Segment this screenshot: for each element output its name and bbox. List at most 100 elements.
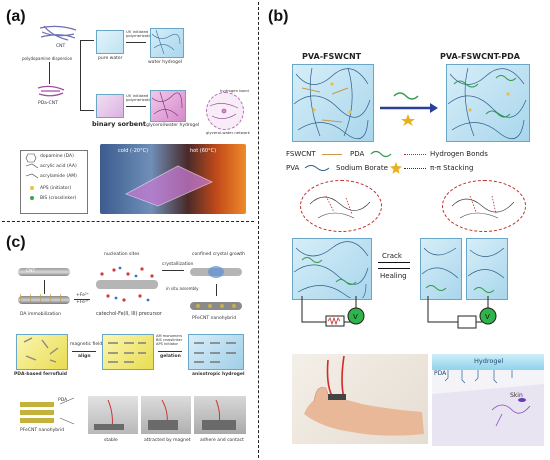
hot-label: hot (60°C) bbox=[190, 148, 217, 154]
fe3-label: +Fe³⁺ bbox=[76, 300, 90, 305]
in-situ-label: in situ assembly bbox=[166, 286, 199, 291]
legend-item-1: dopamine (DA) bbox=[40, 154, 74, 159]
nucleation-label: nucleation sites bbox=[104, 252, 140, 257]
hydrogel-layer-label: Hydrogel bbox=[474, 357, 504, 365]
zoom-bubble-left bbox=[300, 180, 382, 232]
photo-attracted-label: attracted by magnet bbox=[144, 438, 191, 443]
legend-pda: PDA bbox=[350, 150, 365, 158]
legend-item-4: APS (initiator) bbox=[40, 186, 72, 191]
transform-arrow bbox=[380, 92, 438, 126]
gel-steps: AM monomers BIS crosslinker APS initiato… bbox=[156, 334, 182, 346]
c-arrow-align bbox=[72, 351, 96, 352]
aligned-particles bbox=[108, 342, 146, 363]
skin-label: Skin bbox=[510, 392, 523, 399]
molecule-icons bbox=[25, 153, 39, 200]
legend-stacking-swatch bbox=[404, 168, 426, 169]
legend-stacking: π-π Stacking bbox=[430, 164, 474, 172]
pfecnt-icon bbox=[190, 302, 242, 310]
c-arrow-down bbox=[44, 280, 45, 294]
binary-solvent-label: binary sorbent bbox=[92, 120, 146, 128]
crack-arrow bbox=[378, 262, 410, 263]
glycerol-network-label: glycerol-water network bbox=[206, 130, 250, 135]
legend-item-2: acrylic acid (AA) bbox=[40, 164, 77, 169]
precursor-label: catechol-Fe(II, III) precursor bbox=[96, 312, 162, 317]
circuit-right bbox=[427, 296, 497, 329]
pva-fswcnt-pda-cube bbox=[446, 64, 530, 142]
confined-label: confined crystal growth bbox=[192, 252, 246, 257]
precursor-icon bbox=[96, 266, 158, 302]
legend-item-3: acrylamide (AM) bbox=[40, 174, 77, 179]
pda-cnt-icon bbox=[37, 85, 65, 97]
gelation-label: gelation bbox=[160, 354, 181, 359]
pda-cnt-label: PDa-CNT bbox=[38, 101, 58, 106]
c-arrow-gel bbox=[158, 351, 182, 352]
pure-water-label: pure water bbox=[98, 56, 123, 61]
cnt-rod bbox=[18, 268, 70, 276]
da-coating-icon bbox=[19, 293, 62, 303]
photo-details bbox=[94, 399, 236, 431]
zoom-network-icon bbox=[209, 103, 239, 119]
pfecnt-diagram bbox=[20, 397, 75, 425]
skin-layer bbox=[432, 370, 544, 446]
legend-box bbox=[20, 150, 88, 214]
panel-b-label: (b) bbox=[268, 8, 289, 25]
pda-skin-label: PDA bbox=[434, 370, 447, 377]
title-left: PVA-FSWCNT bbox=[302, 52, 362, 61]
pda-small-label: PDA bbox=[58, 398, 68, 403]
water-hydrogel-cube bbox=[150, 28, 184, 58]
uv-label-1: UV initiated polymerization bbox=[126, 29, 155, 38]
uv-arrow-2 bbox=[126, 106, 146, 107]
panel-c-label: (c) bbox=[6, 234, 26, 251]
panel-a-label: (a) bbox=[6, 8, 26, 25]
pure-water-cube bbox=[96, 30, 124, 54]
binary-solvent-cube bbox=[96, 94, 124, 118]
legend-hbonds-swatch bbox=[404, 154, 426, 155]
ferrofluid-label: PDA-based ferrofluid bbox=[14, 372, 68, 377]
anisotropic-cube bbox=[188, 334, 244, 370]
voltmeter-left-label: V bbox=[353, 313, 358, 321]
legend-pda-swatch bbox=[370, 150, 392, 158]
photo-adhere-label: adhere and contact bbox=[200, 438, 244, 443]
title-right: PVA-FSWCNT-PDA bbox=[440, 52, 520, 61]
water-network-icon bbox=[151, 29, 181, 55]
glycerol-network-icon bbox=[151, 91, 183, 119]
ferrofluid-particles bbox=[23, 337, 59, 363]
voltmeter-right-label: V bbox=[485, 313, 490, 321]
cnt-rod-coated bbox=[18, 296, 70, 304]
magnetic-field-label: magnetic field bbox=[70, 342, 103, 347]
legend-item-5: BIS (crosslinker) bbox=[40, 196, 77, 201]
crack-label: Crack bbox=[382, 252, 402, 260]
c-arrow-right-1 bbox=[74, 299, 90, 300]
cold-label: cold (-20°C) bbox=[118, 148, 149, 154]
arrow-top bbox=[80, 40, 94, 41]
legend-pva: PVA bbox=[286, 164, 300, 172]
bracket-line bbox=[80, 40, 91, 110]
hydrogel-layer bbox=[432, 354, 544, 370]
glycerol-hydrogel-label: glycerol/water hydrogel bbox=[146, 123, 200, 128]
gel-step-2: BIS crosslinker bbox=[156, 338, 183, 342]
anisotropic-particles bbox=[194, 342, 236, 363]
horizontal-divider bbox=[2, 221, 254, 222]
healing-arrow bbox=[378, 268, 410, 269]
circuit-left bbox=[301, 296, 365, 327]
confined-growth-icon bbox=[190, 266, 242, 278]
hydrogel-left-network bbox=[293, 241, 369, 298]
zoom-bubble-right-content bbox=[451, 195, 515, 219]
hand-photo-content bbox=[304, 355, 424, 436]
pfecnt-label: PFeCNT nanohybrid bbox=[192, 316, 237, 321]
down-arrow bbox=[49, 62, 50, 84]
anisotropic-label: anisotropic hydrogel bbox=[192, 372, 245, 377]
zoom-bubble-right bbox=[442, 180, 526, 232]
aligned-cube bbox=[102, 334, 154, 370]
arrow-bottom bbox=[80, 110, 94, 111]
legend-hbonds: Hydrogen Bonds bbox=[430, 150, 488, 158]
crystallization-label: crystallization bbox=[162, 262, 194, 267]
legend-fswcnt: FSWCNT bbox=[286, 150, 316, 158]
cnt-label: CNT bbox=[56, 44, 66, 49]
gel-step-1: AM monomers bbox=[156, 334, 182, 338]
align-label: align bbox=[78, 354, 91, 359]
pva-fswcnt-network bbox=[293, 67, 371, 140]
gel-step-3: APS initiator bbox=[156, 342, 179, 346]
pva-fswcnt-pda-network bbox=[447, 67, 527, 140]
fe2-label: +Fe²⁺ bbox=[76, 293, 90, 298]
